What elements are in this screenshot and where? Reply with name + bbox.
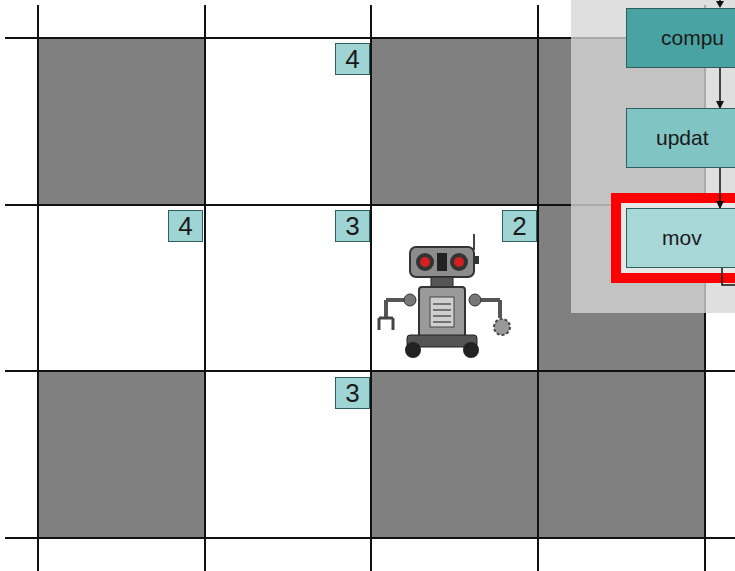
- robot-wheel: [405, 342, 421, 358]
- cost-badge: 2: [502, 210, 537, 242]
- blocked-cell: [371, 38, 538, 205]
- step-label: compu: [661, 26, 724, 50]
- cost-badge: 4: [335, 43, 370, 75]
- step-label: mov: [662, 226, 702, 250]
- flow-arrow: [719, 168, 721, 208]
- robot-eye-light: [420, 257, 430, 267]
- robot-eye-light: [454, 257, 464, 267]
- robot-neck: [431, 277, 453, 287]
- robot-face-slit: [437, 253, 447, 271]
- robot-vents: [433, 304, 451, 322]
- robot-arm: [498, 300, 502, 318]
- entry-arrowhead: [716, 1, 724, 8]
- callout-number: 2: [512, 213, 526, 239]
- robot-shoulder: [469, 294, 481, 306]
- grid-line: [5, 537, 735, 539]
- callout-number: 4: [345, 46, 359, 72]
- robot-shoulder: [404, 294, 416, 306]
- process-box: updat: [626, 108, 735, 168]
- robot-wheel: [463, 342, 479, 358]
- robot-antenna: [473, 234, 475, 250]
- loop-line: [722, 268, 735, 285]
- blocked-cell: [38, 371, 205, 538]
- robot-head: [410, 247, 474, 277]
- process-box: mov: [626, 208, 735, 268]
- grid-line: [370, 5, 372, 571]
- callout-number: 4: [178, 213, 192, 239]
- process-box: compu: [626, 8, 735, 68]
- robot-body: [419, 287, 465, 337]
- blocked-cell: [538, 371, 705, 538]
- grid-line: [537, 5, 539, 571]
- step-label: updat: [656, 126, 709, 150]
- callout-number: 3: [345, 380, 359, 406]
- grid-line: [5, 370, 735, 372]
- robot-eye: [450, 253, 468, 271]
- grid-line: [204, 5, 206, 571]
- cost-badge: 3: [335, 377, 370, 409]
- robot-eye: [416, 253, 434, 271]
- robot-claw: [379, 318, 393, 330]
- blocked-cell: [38, 38, 205, 205]
- cost-badge: 4: [168, 210, 203, 242]
- robot-arm: [384, 300, 388, 318]
- blocked-cell: [371, 371, 538, 538]
- cost-badge: 3: [335, 210, 370, 242]
- robot-chest: [430, 297, 454, 327]
- robot-gear: [494, 319, 510, 335]
- flow-arrow: [719, 68, 721, 108]
- grid-line: [37, 5, 39, 571]
- callout-number: 3: [345, 213, 359, 239]
